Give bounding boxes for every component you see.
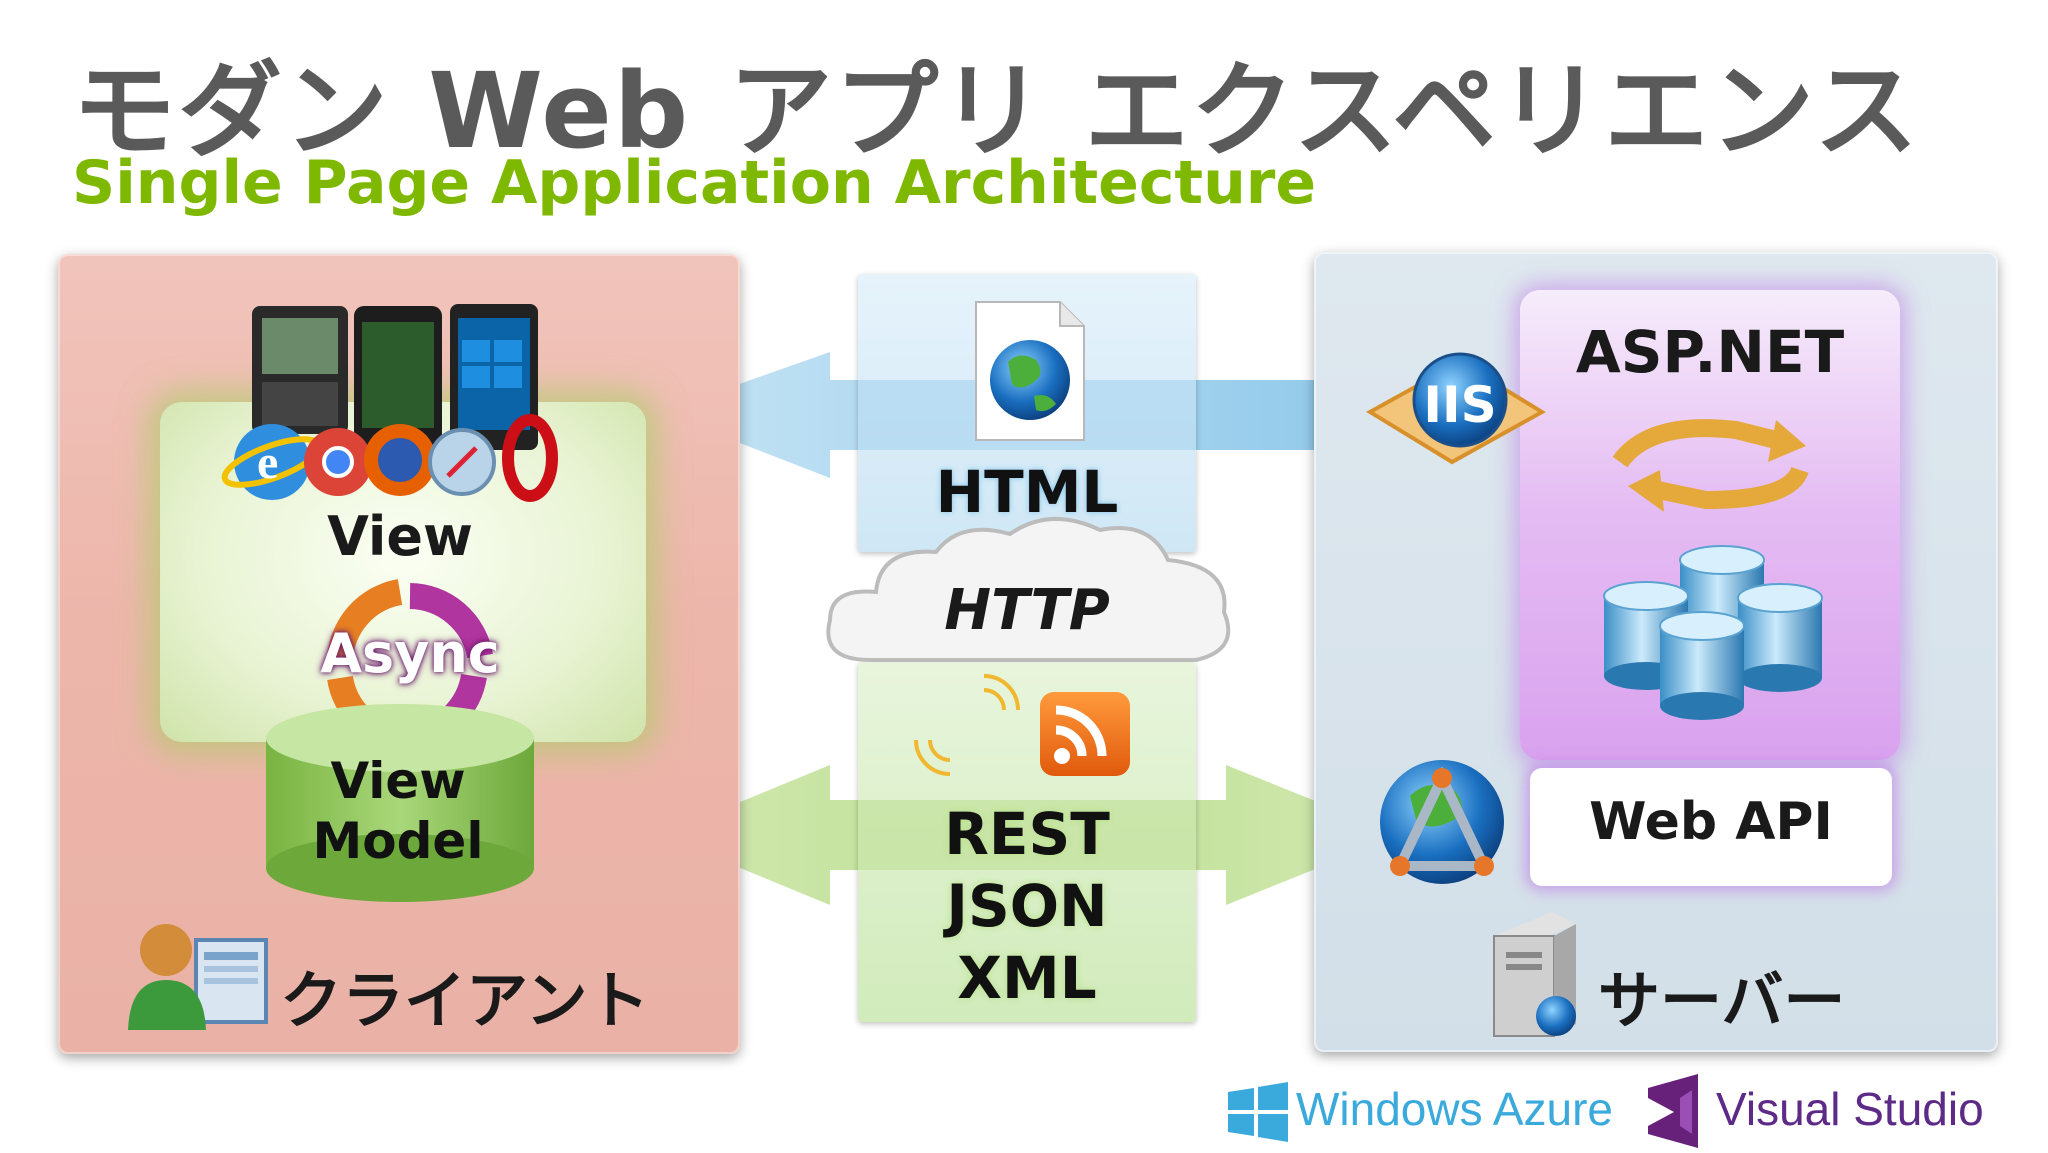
browser-logos-icon: e <box>221 414 558 502</box>
json-label: JSON <box>946 872 1108 940</box>
html-document-globe-icon <box>975 301 1085 441</box>
visual-studio-logo-text: Visual Studio <box>1716 1083 1984 1135</box>
iis-icon: IIS <box>1366 352 1546 465</box>
aspnet-label: ASP.NET <box>1575 318 1845 386</box>
globe-service-icon <box>1380 760 1504 884</box>
visual-studio-logo-icon <box>1648 1074 1698 1148</box>
async-label: Async <box>320 622 500 685</box>
viewmodel-label-line1: View <box>330 752 466 810</box>
windows-azure-logo-text: Windows Azure <box>1296 1083 1614 1135</box>
http-cloud-icon <box>826 517 1231 662</box>
html-label: HTML <box>935 458 1119 526</box>
view-label: View <box>327 505 473 568</box>
mobile-phones-icon <box>252 304 538 450</box>
webapi-label: Web API <box>1589 792 1833 852</box>
rest-label: REST <box>944 800 1110 868</box>
xml-label: XML <box>957 944 1097 1012</box>
database-icon <box>1603 545 1823 720</box>
page-subtitle: Single Page Application Architecture <box>72 148 1317 218</box>
server-icon <box>1493 912 1576 1037</box>
rest-arrow-overlay <box>858 800 1196 870</box>
windows-logo-icon <box>1228 1082 1288 1142</box>
viewmodel-database-icon <box>266 704 534 902</box>
rss-feed-icon <box>1040 692 1130 776</box>
iis-label: IIS <box>1423 376 1496 434</box>
http-label: HTTP <box>944 578 1110 643</box>
client-label: クライアント <box>280 964 650 1037</box>
page-title: モダン Web アプリ エクスペリエンス <box>72 50 1921 172</box>
user-icon <box>128 924 268 1030</box>
server-label: サーバー <box>1598 964 1846 1037</box>
webapi-box <box>1530 768 1892 886</box>
viewmodel-label-line2: Model <box>312 812 484 870</box>
wireless-signal-icon <box>914 674 1020 776</box>
svg-text:e: e <box>257 436 278 489</box>
sync-arrows-icon <box>1612 419 1809 512</box>
